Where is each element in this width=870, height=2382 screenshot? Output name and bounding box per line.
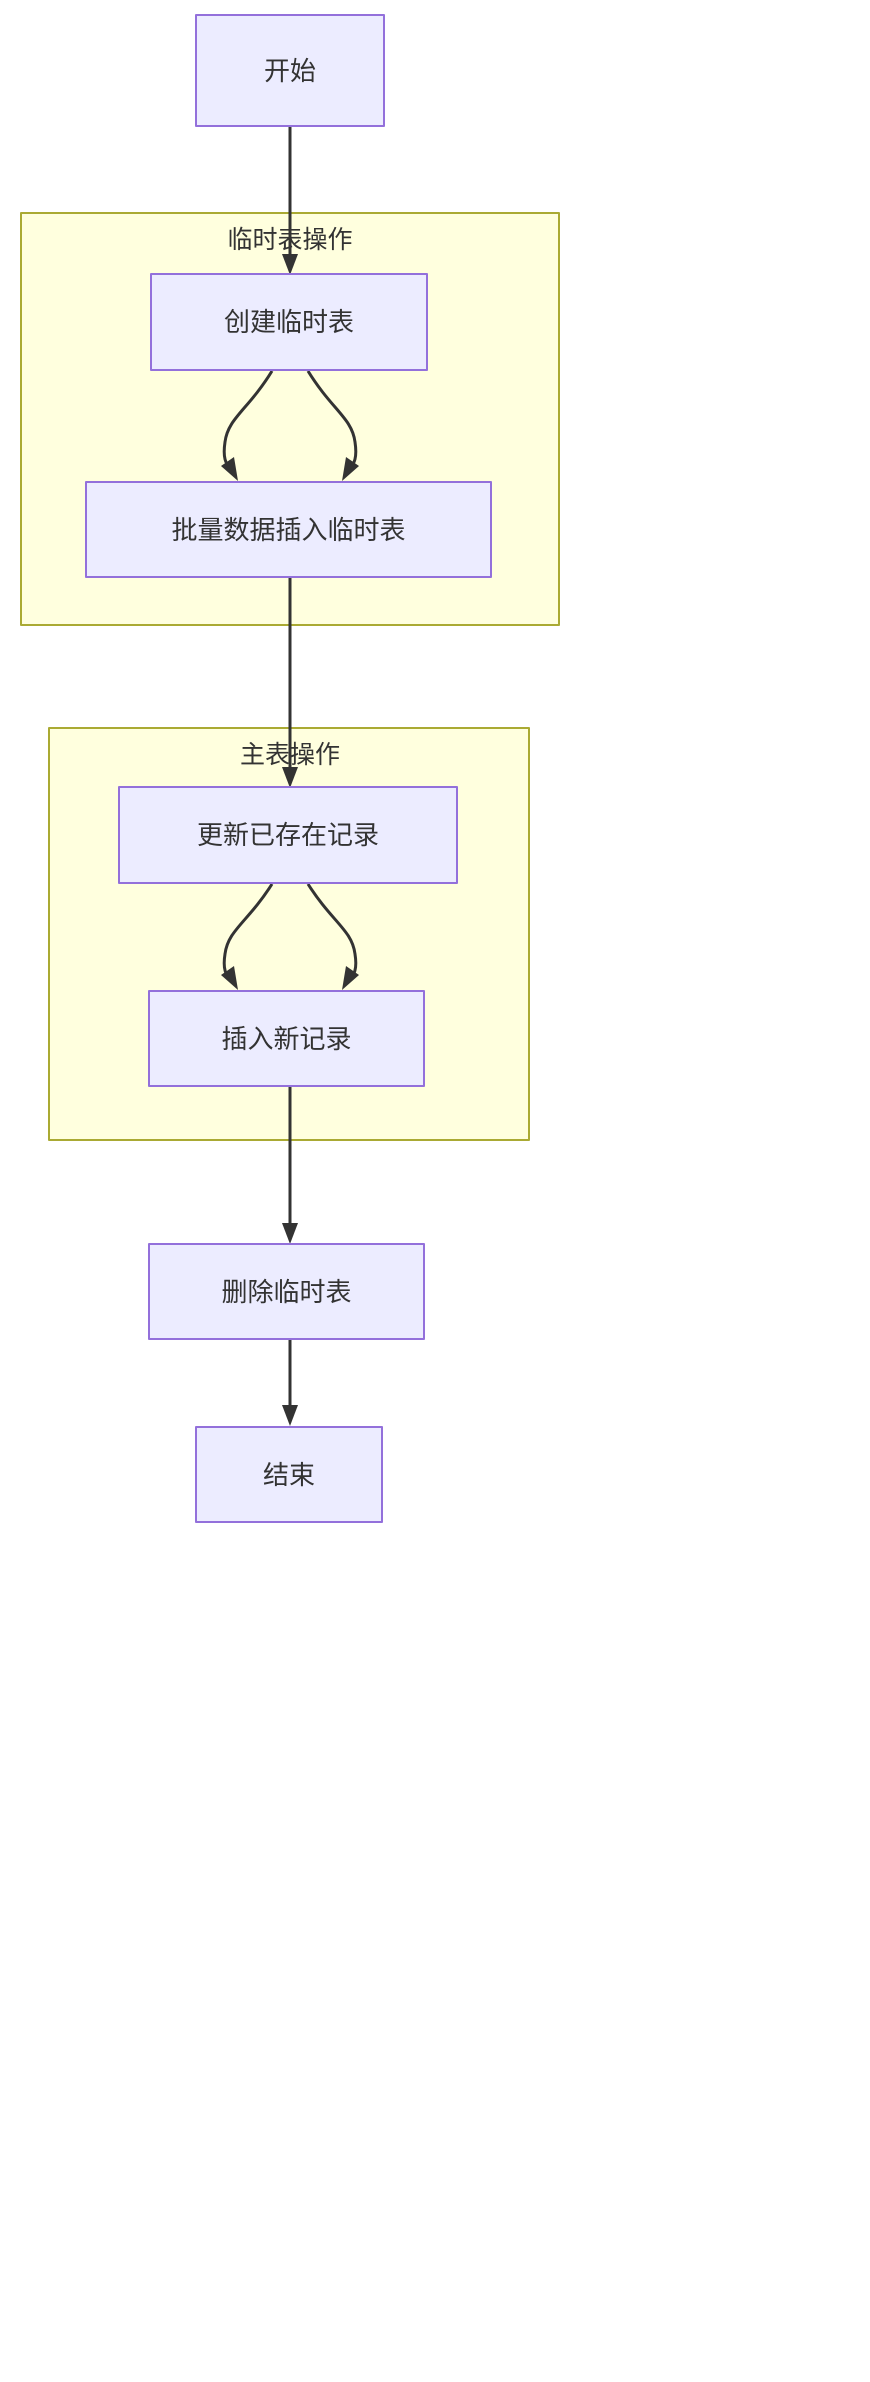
node-label-insert-new-records: 插入新记录 — [221, 1023, 352, 1054]
node-drop-temp-table[interactable]: 删除临时表 — [148, 1243, 425, 1340]
node-label-bulk-insert-temp-table: 批量数据插入临时表 — [171, 514, 406, 545]
node-label-create-temp-table: 创建临时表 — [223, 307, 354, 337]
node-label-drop-temp-table: 删除临时表 — [221, 1276, 352, 1307]
node-insert-new-records[interactable]: 插入新记录 — [148, 990, 425, 1087]
node-label-end: 结束 — [262, 1459, 315, 1490]
node-bulk-insert-temp-table[interactable]: 批量数据插入临时表 — [85, 481, 492, 578]
node-label-update-existing-records: 更新已存在记录 — [196, 820, 379, 850]
node-end[interactable]: 结束 — [195, 1426, 383, 1523]
node-label-start: 开始 — [263, 55, 316, 86]
node-create-temp-table[interactable]: 创建临时表 — [150, 273, 428, 371]
node-update-existing-records[interactable]: 更新已存在记录 — [118, 786, 458, 884]
node-start[interactable]: 开始 — [195, 14, 385, 127]
cluster-label-temp-table-operations: 临时表操作 — [227, 226, 353, 254]
cluster-label-main-table-operations: 主表操作 — [239, 741, 341, 769]
edge-drop-temp-to-end — [282, 1340, 298, 1426]
